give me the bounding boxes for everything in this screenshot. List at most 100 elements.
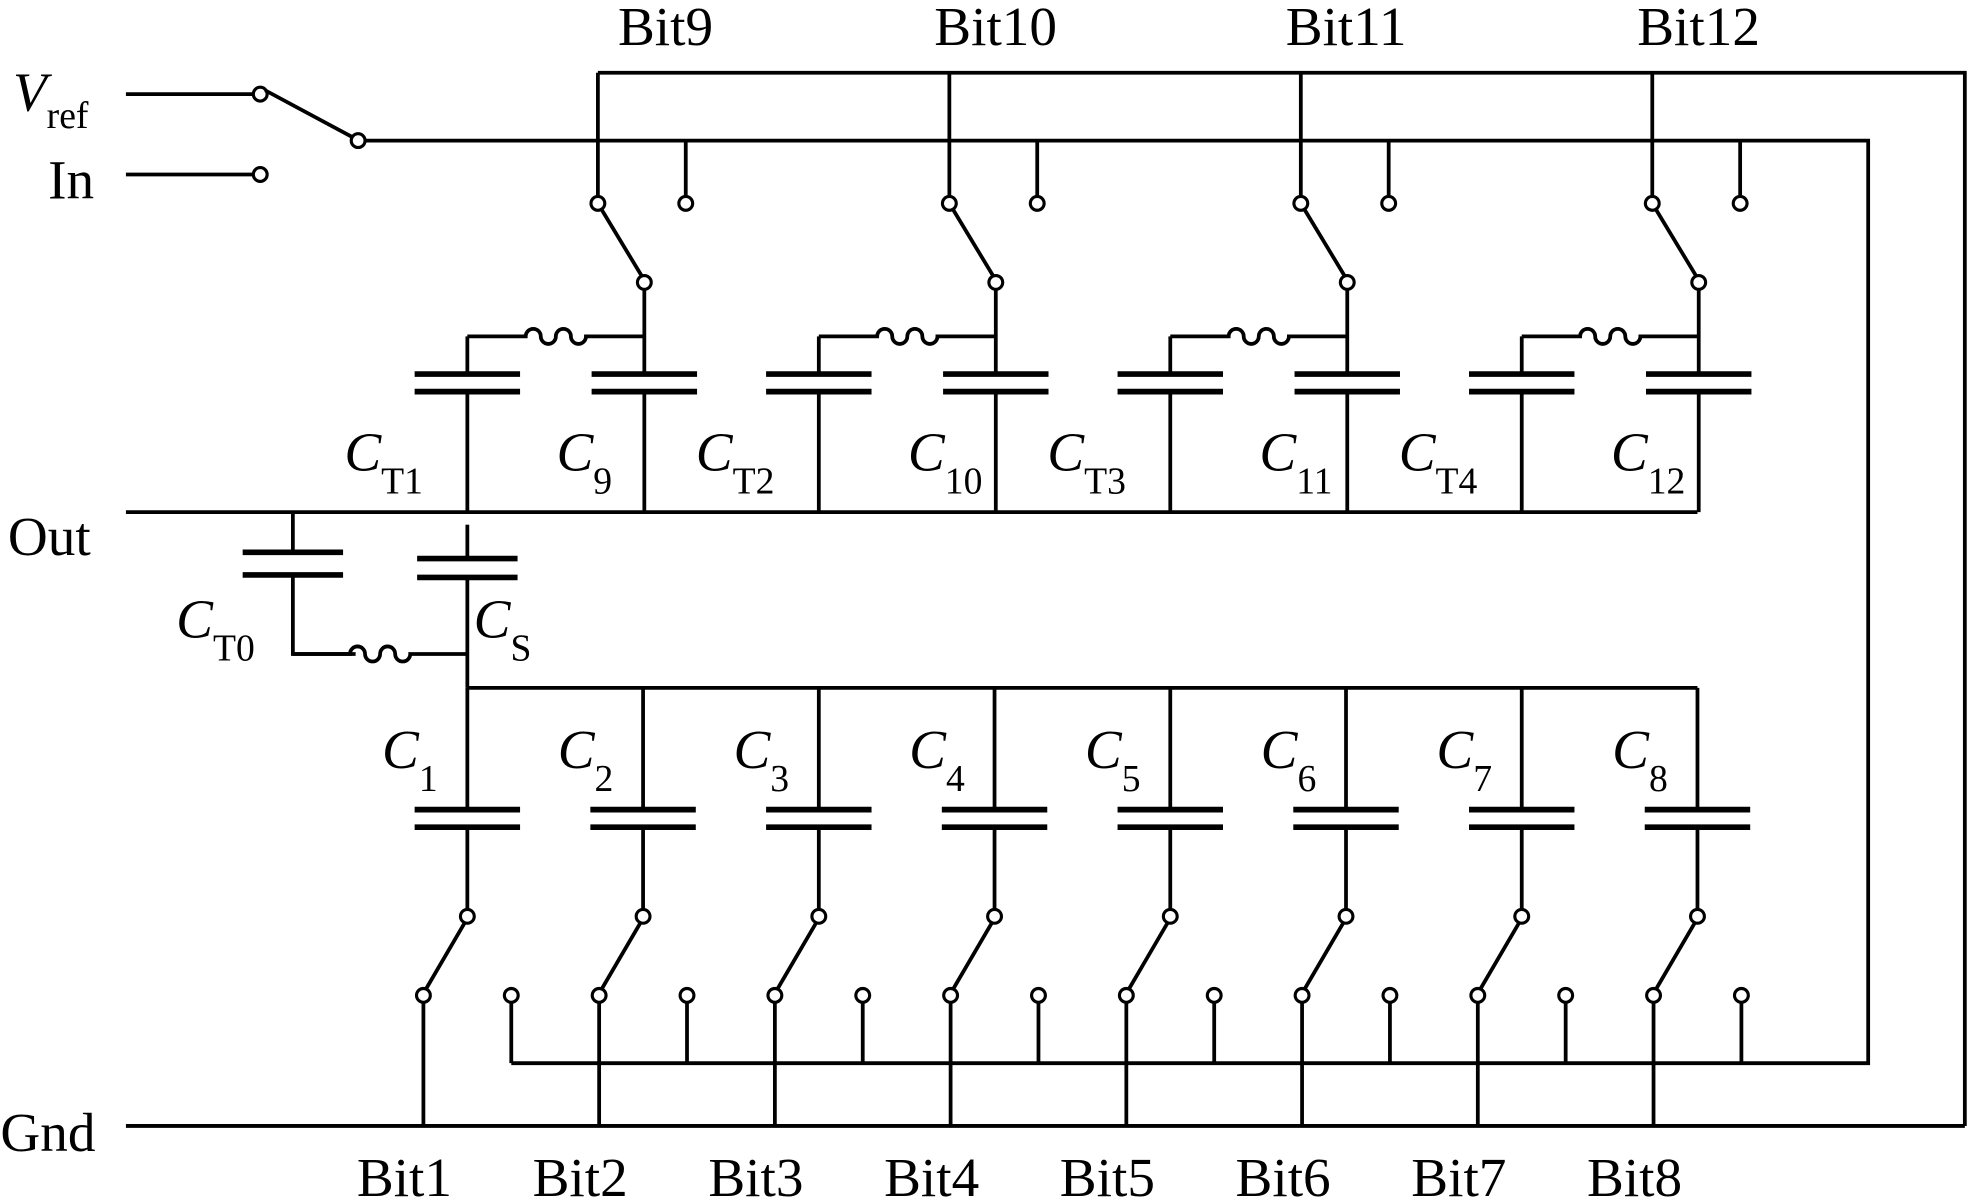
cap-subscript: T2: [733, 460, 775, 502]
switch-terminal: [1690, 273, 1708, 291]
label-bit2: Bit2: [533, 1147, 628, 1200]
cap-subscript: 6: [1297, 758, 1316, 800]
switch-terminal: [1337, 907, 1355, 925]
bottom-switch: [1127, 921, 1170, 991]
cap-letter: C: [908, 422, 946, 483]
switch-terminal: [1688, 907, 1706, 925]
cap-letter: C: [733, 719, 771, 780]
cap-subscript: 9: [593, 460, 612, 502]
gnd-label: Gnd: [0, 1102, 95, 1163]
switch-terminal: [1293, 986, 1311, 1004]
bit-bus-top: [597, 70, 1967, 1126]
switch-terminal: [987, 273, 1005, 291]
out-label: Out: [8, 506, 91, 567]
bottom-switch: [1654, 921, 1697, 991]
cap-subscript: 8: [1649, 758, 1668, 800]
label-ct4: CT4: [1399, 422, 1478, 503]
cap-subscript: 1: [419, 758, 438, 800]
ct0-label: CT0: [176, 589, 255, 670]
cap-subscript: T1: [381, 460, 423, 502]
cap-subscript: 12: [1648, 460, 1686, 502]
switch-terminal: [1645, 986, 1663, 1004]
cap-letter: C: [556, 422, 594, 483]
label-bit12: Bit12: [1637, 0, 1760, 57]
vref-terminal: [251, 85, 269, 103]
switch-terminal: [942, 986, 960, 1004]
switch-terminal: [1381, 986, 1399, 1004]
switch-terminal: [940, 194, 958, 212]
label-bit11: Bit11: [1286, 0, 1407, 57]
cap-letter: C: [1261, 719, 1299, 780]
switch-terminal: [1292, 194, 1310, 212]
fuse: [818, 327, 996, 346]
label-c7: C7: [1436, 719, 1492, 800]
top-switch: [951, 208, 995, 278]
cs-label: CS: [474, 589, 532, 670]
cap-subscript: 7: [1473, 758, 1492, 800]
cap-letter: C: [1085, 719, 1123, 780]
label-c6: C6: [1261, 719, 1317, 800]
switch-terminal: [1380, 194, 1398, 212]
switch-terminal: [1161, 907, 1179, 925]
switch-terminal: [1028, 194, 1046, 212]
cap-letter: C: [1259, 422, 1297, 483]
label-c12: C12: [1611, 422, 1685, 503]
bottom-switch: [600, 921, 643, 991]
top-switch: [1302, 208, 1347, 278]
input-switch-common: [349, 132, 367, 150]
switch-terminal: [1030, 986, 1047, 1004]
bottom-switch: [424, 921, 467, 991]
switch-terminal: [678, 986, 696, 1004]
fuse: [1521, 327, 1699, 346]
label-bit6: Bit6: [1236, 1147, 1331, 1200]
cap-letter: C: [909, 719, 947, 780]
wires: [125, 70, 1967, 1128]
switch-terminal: [635, 273, 653, 291]
bottom-switch: [951, 921, 994, 991]
label-c9: C9: [556, 422, 612, 503]
switch-terminal: [502, 986, 520, 1004]
input-switch: [264, 88, 353, 139]
label-bit3: Bit3: [708, 1147, 803, 1200]
vref-label: Vref: [13, 61, 89, 137]
label-c4: C4: [909, 719, 965, 800]
label-ct2: CT2: [696, 422, 775, 503]
switch-terminal: [1513, 907, 1531, 925]
switch-terminal: [1732, 986, 1750, 1004]
in-terminal: [251, 166, 269, 183]
switch-terminal: [766, 986, 784, 1004]
switch-terminal: [1557, 986, 1575, 1004]
fuse: [1170, 327, 1348, 346]
top-switch: [1654, 208, 1698, 278]
cap-letter: C: [382, 719, 420, 780]
label-bit9: Bit9: [618, 0, 713, 57]
switch-terminal: [1205, 986, 1223, 1004]
switch-terminal: [810, 907, 828, 925]
label-bit5: Bit5: [1060, 1147, 1155, 1200]
cap-letter: C: [344, 422, 382, 483]
cap-letter: C: [1436, 719, 1474, 780]
bottom-switch: [775, 921, 818, 991]
cap-letter: C: [558, 719, 596, 780]
switch-terminal: [1338, 273, 1356, 291]
switch-terminal: [677, 194, 695, 212]
label-c11: C11: [1259, 422, 1332, 503]
label-c8: C8: [1612, 719, 1668, 800]
cap-letter: C: [1612, 719, 1650, 780]
label-c1: C1: [382, 719, 438, 800]
label-bit8: Bit8: [1587, 1147, 1682, 1200]
cap-subscript: 4: [946, 758, 965, 800]
switch-terminal: [854, 986, 872, 1004]
label-ct1: CT1: [344, 422, 423, 503]
fuse: [467, 327, 645, 346]
cap-subscript: 2: [595, 758, 614, 800]
cap-letter: C: [696, 422, 734, 483]
switch-terminal: [1731, 194, 1749, 212]
wire: [290, 574, 356, 656]
switch-terminal: [1643, 194, 1661, 212]
vref-rail: [358, 138, 1871, 1066]
switch-terminal: [634, 907, 652, 925]
label-bit10: Bit10: [934, 0, 1057, 57]
top-switch: [600, 208, 644, 278]
cap-subscript: 3: [770, 758, 789, 800]
